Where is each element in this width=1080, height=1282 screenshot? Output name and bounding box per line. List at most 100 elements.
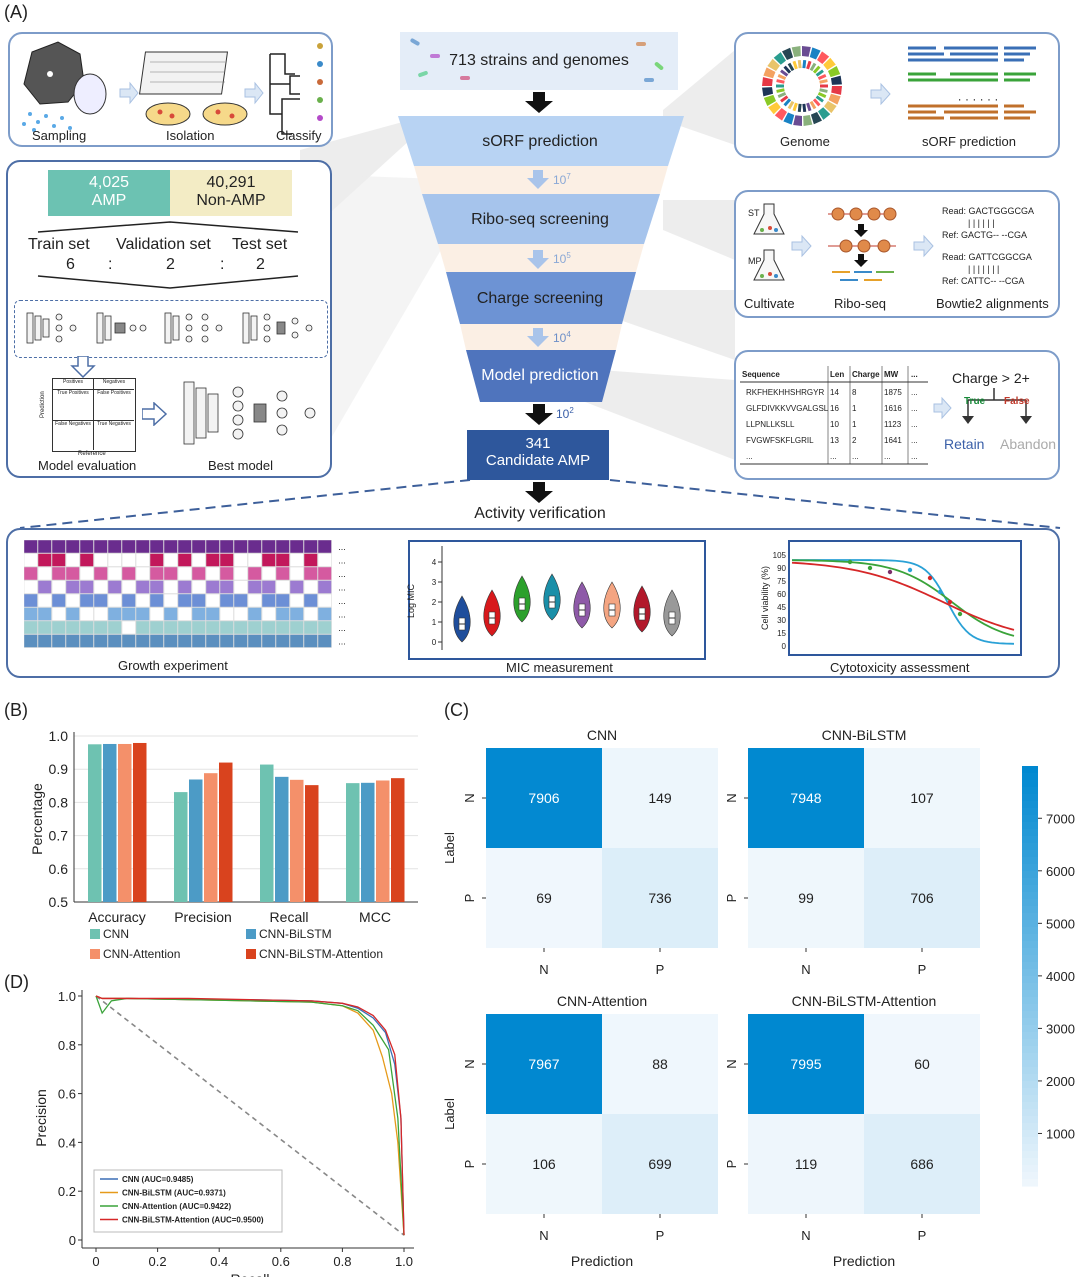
growth-cell: [233, 566, 248, 581]
count-2: 105: [553, 251, 571, 266]
bar-cnn-attention: [290, 779, 304, 902]
cm-cell: [486, 1114, 602, 1214]
funnel-arrow-6: [525, 482, 553, 503]
cyto-point: [957, 611, 963, 617]
growth-row-ellipsis: ...: [338, 556, 346, 566]
genome-inner-segment: [809, 62, 817, 72]
growth-cell: [79, 580, 94, 594]
colorbar-segment: [1022, 815, 1038, 823]
cyto-curve: [791, 559, 1015, 637]
charge-table-cell: 1616: [884, 404, 902, 413]
growth-cell: [275, 607, 290, 621]
growth-cell: [149, 593, 164, 608]
cytotoxicity-plot: [788, 540, 1022, 656]
cyto-point: [937, 589, 943, 595]
classify-label: Classify: [276, 128, 322, 143]
cm-value: 7995: [790, 1056, 821, 1072]
cm-col-label: P: [918, 1228, 927, 1243]
growth-cell: [233, 539, 248, 554]
colorbar-segment: [1022, 913, 1038, 921]
cm-cell-fn: False Negatives: [53, 421, 94, 450]
growth-cell: [65, 539, 80, 554]
growth-cell: [289, 593, 304, 608]
charge-table-header: ...: [911, 370, 918, 379]
charge-table-cell: ...: [911, 404, 918, 413]
growth-cell: [93, 580, 108, 594]
charge-table-cell: ...: [911, 388, 918, 397]
cm-title: CNN-BiLSTM-Attention: [792, 993, 937, 1009]
growth-cell: [317, 539, 332, 554]
cm-row-label: N: [462, 793, 477, 802]
growth-cell: [23, 593, 38, 608]
growth-cell: [93, 620, 108, 635]
nonamp-box: 40,291 Non-AMP: [170, 170, 292, 216]
growth-cell: [247, 607, 262, 621]
cyto-ytick: 0: [781, 642, 786, 651]
charge-table-cell: ...: [746, 452, 753, 461]
strains-label: 713 strains and genomes: [449, 52, 629, 69]
genome-segment: [831, 86, 842, 95]
growth-cell: [303, 553, 318, 567]
cm-value: 736: [648, 890, 672, 906]
cm-ylabel: Label: [442, 1098, 457, 1130]
candidate-models-box: [14, 300, 328, 358]
growth-cell: [191, 580, 206, 594]
charge-table-cell: 1875: [884, 388, 902, 397]
colorbar-segment: [1022, 920, 1038, 928]
growth-cell: [51, 566, 66, 581]
funnel-shape: [398, 116, 684, 402]
cm-cell: [864, 1114, 980, 1214]
colorbar-segment: [1022, 1179, 1038, 1187]
cm-cell-fp: False Positives: [94, 390, 134, 421]
charge-table-cell: ...: [911, 420, 918, 429]
growth-cell: [23, 634, 38, 648]
growth-cell: [149, 607, 164, 621]
growth-cell: [65, 634, 80, 648]
bar-legend-label: CNN-Attention: [103, 947, 180, 961]
cyto-curve: [791, 559, 1015, 645]
pr-legend-label: CNN-BiLSTM (AUC=0.9371): [122, 1189, 226, 1198]
cm-value: 7906: [528, 790, 559, 806]
count-4: 102: [556, 406, 574, 421]
growth-cell: [163, 566, 178, 581]
cyto-ytick: 45: [777, 603, 786, 612]
pr-xtick: 0.4: [210, 1254, 228, 1269]
growth-cell: [233, 634, 248, 648]
sampling-illustration: [22, 41, 323, 135]
pr-xtick: 0.6: [272, 1254, 290, 1269]
growth-cell: [37, 553, 52, 567]
genome-inner-segment: [815, 69, 824, 77]
growth-cell: [79, 634, 94, 648]
growth-cell: [79, 539, 94, 554]
growth-cell: [93, 553, 108, 567]
cm-value: 699: [648, 1156, 672, 1172]
cm-xlabel: Prediction: [571, 1253, 633, 1269]
cyto-ytick: 75: [777, 577, 786, 586]
growth-cell: [219, 634, 234, 648]
bar-cnn-bilstm: [275, 776, 289, 902]
genome-panel: · · · · · · Genome sORF prediction: [734, 32, 1060, 158]
colorbar-segment: [1022, 857, 1038, 865]
genome-inner-segment: [797, 59, 802, 69]
growth-cell: [121, 566, 136, 581]
bar-cnn-bilstm-attention: [219, 762, 233, 902]
growth-cell: [79, 607, 94, 621]
growth-cell: [163, 539, 178, 554]
cm-value: 706: [910, 890, 934, 906]
charge-table-cell: 1: [852, 404, 857, 413]
growth-cell: [177, 607, 192, 621]
cm-cell: [602, 1114, 718, 1214]
isolation-label: Isolation: [166, 128, 215, 143]
colorbar-segment: [1022, 773, 1038, 781]
genome-inner-segment: [812, 98, 821, 107]
growth-cell: [275, 634, 290, 648]
growth-cell: [51, 593, 66, 608]
growth-cell: [289, 607, 304, 621]
growth-cell: [261, 580, 276, 594]
growth-cell: [65, 553, 80, 567]
bar-legend-swatch: [246, 929, 256, 939]
pr-ytick: 0.2: [58, 1184, 76, 1199]
genome-inner-segment: [817, 74, 827, 81]
genome-inner-segment: [817, 91, 827, 98]
